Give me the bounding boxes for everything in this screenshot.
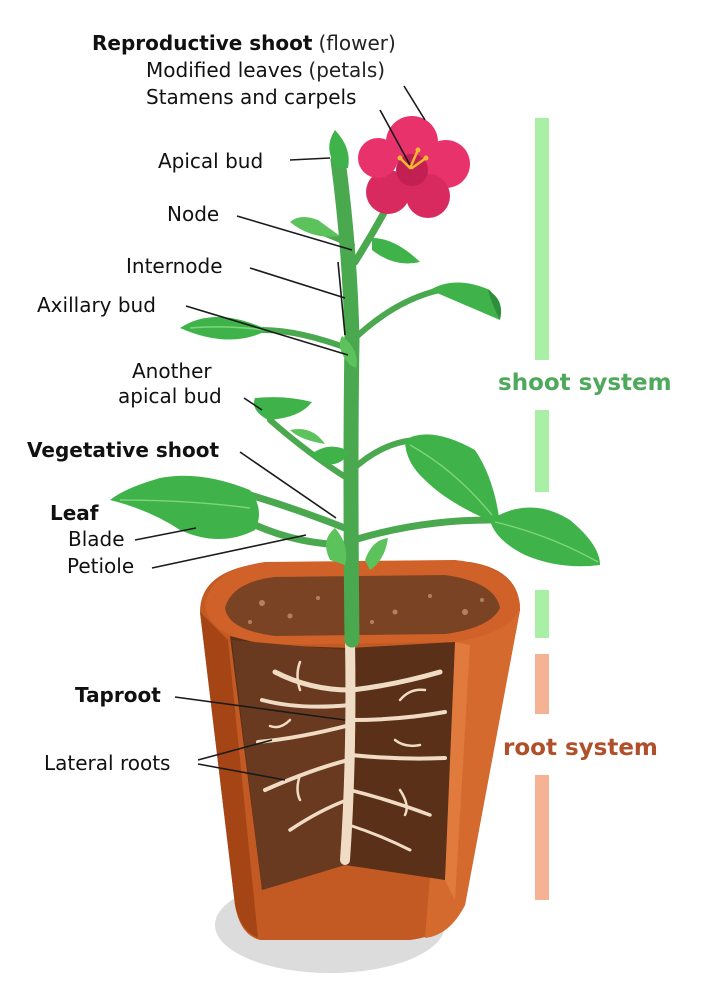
leader-apical-bud	[289, 157, 331, 161]
leaves	[110, 130, 600, 570]
pot-left-shade	[200, 612, 258, 938]
system-indicators: shoot system root system	[498, 118, 672, 900]
soil-specks	[248, 594, 484, 624]
label-stamens-carpels: Stamens and carpels	[146, 85, 356, 109]
label-another-apical-bud-line1: Another	[132, 359, 212, 383]
label-leaf: Leaf	[50, 501, 99, 525]
root-system-label: root system	[503, 735, 658, 761]
leader-another-apical-bud	[243, 397, 263, 411]
label-lateral-roots: Lateral roots	[44, 751, 170, 775]
label-node: Node	[167, 202, 219, 226]
shoot-system-bar-middle	[535, 410, 549, 492]
leader-axillary-bud	[185, 305, 349, 356]
label-apical-bud: Apical bud	[158, 149, 263, 173]
root-system-bar-lower	[535, 775, 549, 900]
leader-blade	[134, 527, 197, 541]
label-vegetative-shoot: Vegetative shoot	[27, 438, 219, 462]
leader-node	[236, 215, 353, 251]
leader-internode	[249, 261, 346, 336]
shoot-system-label: shoot system	[498, 370, 672, 396]
shoot-system-bar-upper	[535, 118, 549, 360]
label-blade: Blade	[68, 527, 125, 551]
label-reproductive-shoot: Reproductive shoot(flower)	[92, 31, 396, 55]
taproot-shape	[340, 635, 356, 865]
label-axillary-bud: Axillary bud	[37, 293, 156, 317]
leader-lateral-roots	[197, 739, 286, 781]
petal	[366, 170, 410, 214]
petal	[358, 138, 398, 178]
leader-petiole	[151, 534, 307, 569]
leader-taproot	[174, 696, 346, 721]
shoot-system-bar-lower	[535, 590, 549, 638]
label-modified-leaves: Modified leaves(petals)	[146, 58, 385, 82]
axillary-bud-shape	[339, 336, 357, 368]
leader-petals	[403, 85, 426, 121]
label-internode: Internode	[126, 254, 223, 278]
label-taproot: Taproot	[75, 683, 161, 707]
label-another-apical-bud-line2: apical bud	[118, 384, 222, 408]
leader-vegetative-shoot	[239, 451, 337, 519]
leader-lines	[134, 85, 426, 781]
flower-pot	[200, 560, 520, 940]
soil-top	[225, 575, 500, 636]
flower	[358, 116, 470, 218]
apical-bud-shape	[329, 130, 349, 168]
labels: Reproductive shoot(flower) Modified leav…	[27, 31, 396, 775]
label-petiole: Petiole	[67, 554, 134, 578]
leader-stamens	[379, 109, 411, 166]
leaf-blade-shape	[110, 475, 259, 539]
soil-cutaway-left	[232, 640, 345, 890]
root-system-bar-upper	[535, 654, 549, 714]
pot-cut-edge	[445, 642, 470, 900]
